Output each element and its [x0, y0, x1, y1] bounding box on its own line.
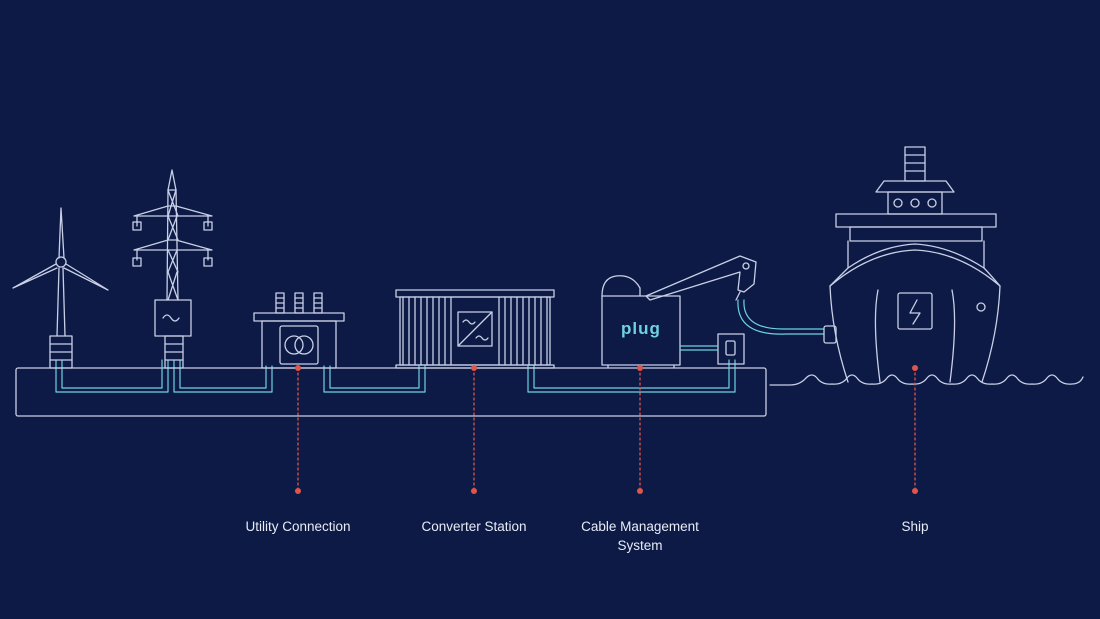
ship-icon — [829, 146, 1001, 383]
callout-cable-management-dot-top — [637, 365, 643, 371]
callout-utility-dot-top — [295, 365, 301, 371]
label-utility-connection: Utility Connection — [245, 517, 350, 536]
callout-dots — [295, 365, 918, 494]
callout-markers — [297, 367, 916, 490]
converter-icon — [395, 289, 555, 369]
label-converter-station: Converter Station — [421, 517, 526, 536]
quay-platform — [15, 367, 767, 417]
label-cable-management-line-1: Cable Management — [581, 519, 699, 534]
label-converter-station-line-1: Converter Station — [421, 519, 527, 534]
water-waves — [769, 374, 1084, 386]
callout-ship-dot-bottom — [912, 488, 918, 494]
plug-logo: PLUG — [621, 319, 661, 338]
wind-turbine-icon — [12, 207, 109, 369]
callout-utility-dot-bottom — [295, 488, 301, 494]
power-pylon-icon — [132, 169, 213, 369]
plug-crane-icon: PLUG — [601, 255, 757, 369]
callout-cable-management-dot-bottom — [637, 488, 643, 494]
label-cable-management-line-2: System — [617, 538, 663, 553]
shore-cable — [737, 299, 825, 335]
label-ship: Ship — [901, 517, 928, 536]
callout-converter-dot-bottom — [471, 488, 477, 494]
label-ship-line-1: Ship — [901, 519, 929, 534]
label-cable-management-system: Cable Management System — [581, 517, 699, 555]
transformer-icon — [253, 292, 345, 369]
callout-ship-dot-top — [912, 365, 918, 371]
callout-converter-dot-top — [471, 365, 477, 371]
cable-channels — [55, 359, 736, 393]
label-utility-connection-line-1: Utility Connection — [245, 519, 351, 534]
